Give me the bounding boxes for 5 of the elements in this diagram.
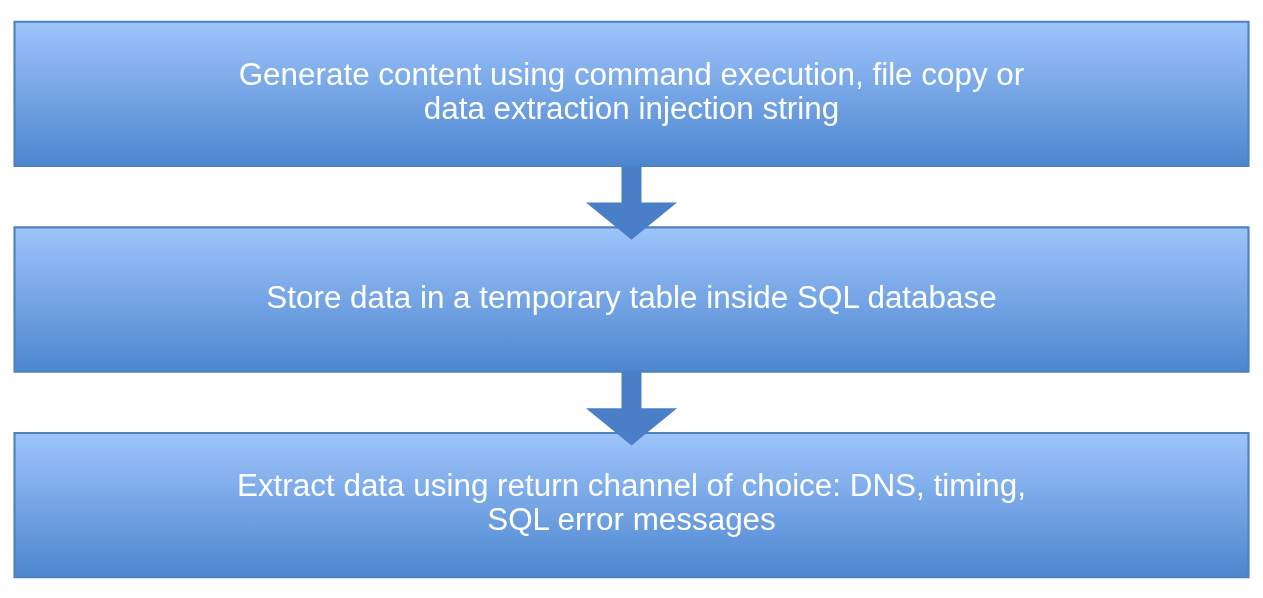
node-box: Generate content using command execution, file copy or data extraction injection string: [13, 20, 1250, 167]
arrow: [585, 165, 678, 240]
arrow: [585, 371, 678, 445]
node-box: Extract data using return channel of choice: DNS, timing, SQL error messages: [13, 431, 1250, 578]
node-box: Store data in a temporary table inside SQL database: [13, 225, 1250, 373]
